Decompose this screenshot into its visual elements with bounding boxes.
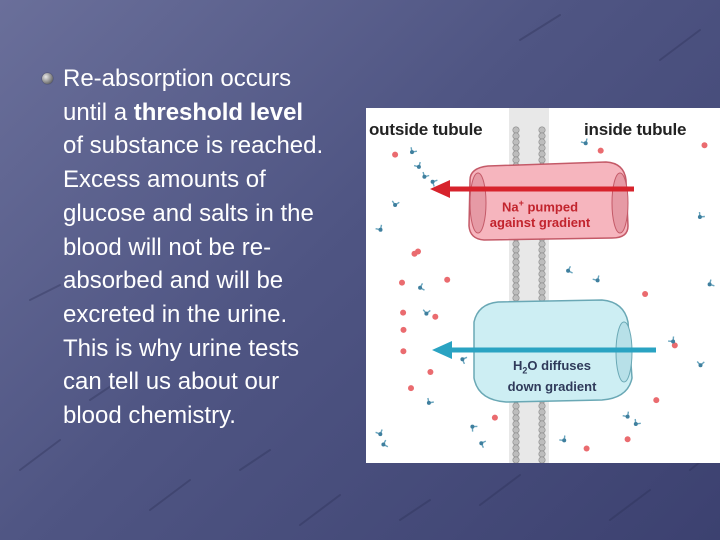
water-symbol: H	[513, 358, 523, 373]
membrane	[509, 108, 549, 463]
water-arrow	[432, 341, 656, 359]
tubule-diagram: outside tubule inside tubule Na+ pumped …	[366, 108, 720, 463]
bullet-line-text: This is why urine tests	[63, 334, 300, 362]
bullet-line-text: glucose and salts in the	[63, 199, 314, 227]
bullet-line: This is why urine tests	[63, 332, 383, 366]
bullet-line: excreted in the urine.	[63, 298, 383, 332]
sodium-arrow	[430, 180, 634, 198]
bullet-line-text: Excess amounts of	[63, 166, 266, 194]
bullet-line: absorbed and will be	[63, 264, 383, 298]
sodium-caption-line2: against gradient	[489, 215, 591, 231]
bullet-line: blood will not be re-	[63, 231, 383, 265]
water-caption-line2: down gradient	[507, 378, 597, 394]
bullet-line: of substance is reached.	[63, 129, 383, 163]
bullet-line-text: until a	[63, 98, 134, 126]
bullet-line: blood chemistry.	[63, 399, 383, 433]
bullet-line: until a threshold level	[63, 96, 383, 130]
tubule-diagram-graphic	[375, 108, 715, 463]
bullet-line-text: excreted in the urine.	[63, 300, 288, 328]
water-caption: H2O diffuses down gradient	[484, 358, 620, 395]
label-outside-tubule: outside tubule	[369, 120, 483, 139]
particles	[375, 138, 715, 452]
bullet-line: Excess amounts of	[63, 163, 383, 197]
bullet-text: Re-absorption occurs until a threshold le…	[63, 62, 383, 433]
bullet-line-text: absorbed and will be	[63, 267, 284, 295]
water-caption-line1: O diffuses	[527, 358, 591, 373]
sodium-caption: Na+ pumped against gradient	[472, 195, 608, 231]
bullet-line-bold: threshold level	[133, 98, 304, 126]
bullet-line-text: blood will not be re-	[63, 233, 272, 261]
bullet-line-text: can tell us about our	[63, 368, 280, 396]
water-subscript: 2	[522, 365, 528, 376]
bullet-line: glucose and salts in the	[63, 197, 383, 231]
bullet-line-text: blood chemistry.	[63, 402, 236, 430]
bullet-line-text: of substance is reached.	[63, 132, 324, 160]
bullet-line: can tell us about our	[63, 365, 383, 399]
bullet-line-text: Re-absorption occurs	[63, 65, 292, 92]
bullet-line: Re-absorption occurs	[63, 62, 383, 96]
bullet-icon	[42, 73, 53, 84]
sodium-charge: +	[518, 198, 524, 208]
label-inside-tubule: inside tubule	[584, 120, 687, 139]
sodium-caption-line1: pumped	[523, 199, 579, 215]
sodium-pump	[468, 161, 629, 241]
sodium-symbol: Na	[501, 199, 519, 215]
